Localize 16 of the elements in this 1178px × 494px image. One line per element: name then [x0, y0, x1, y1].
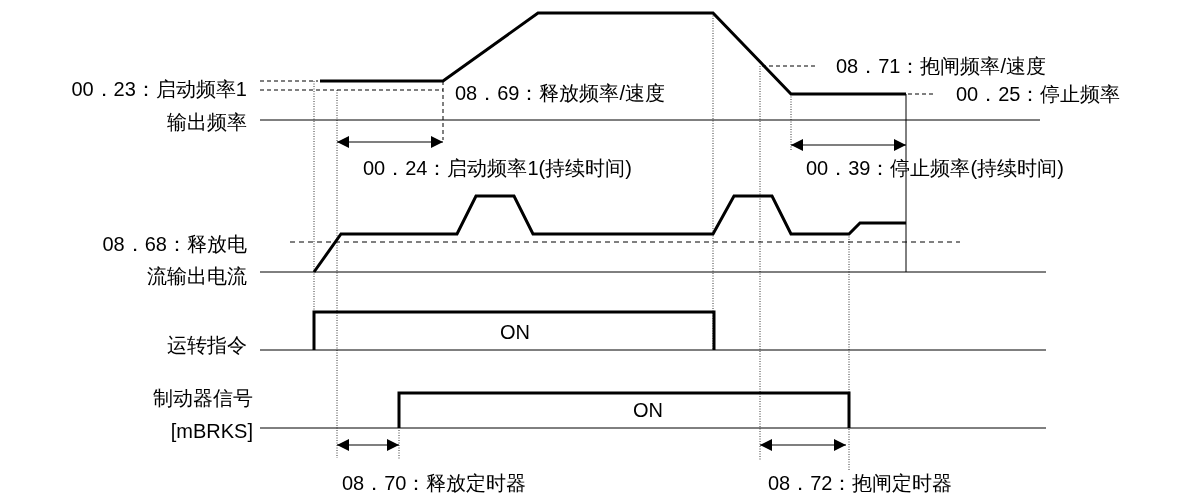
- parameter-label: 00．24：启动频率1(持续时间): [363, 156, 632, 180]
- parameter-label: 08．69：释放频率/速度: [455, 81, 666, 105]
- signal-label: 输出频率: [167, 110, 247, 134]
- signal-label: [mBRKS]: [170, 419, 253, 443]
- state-label: ON: [633, 398, 663, 422]
- signal-label: 00．23：启动频率1: [71, 77, 247, 101]
- signal-label: 制动器信号: [153, 386, 253, 410]
- parameter-label: 00．39：停止频率(持续时间): [806, 156, 1064, 180]
- state-label: ON: [500, 320, 530, 344]
- signal-label: 08．68：释放电: [102, 232, 247, 256]
- signal-label: 运转指令: [167, 333, 247, 357]
- parameter-label: 08．71：抱闸频率/速度: [836, 54, 1047, 78]
- parameter-label: 08．70：释放定时器: [342, 471, 527, 494]
- parameter-label: 00．25：停止频率: [956, 82, 1121, 106]
- signal-label: 流输出电流: [147, 264, 247, 288]
- parameter-label: 08．72：抱闸定时器: [768, 471, 953, 494]
